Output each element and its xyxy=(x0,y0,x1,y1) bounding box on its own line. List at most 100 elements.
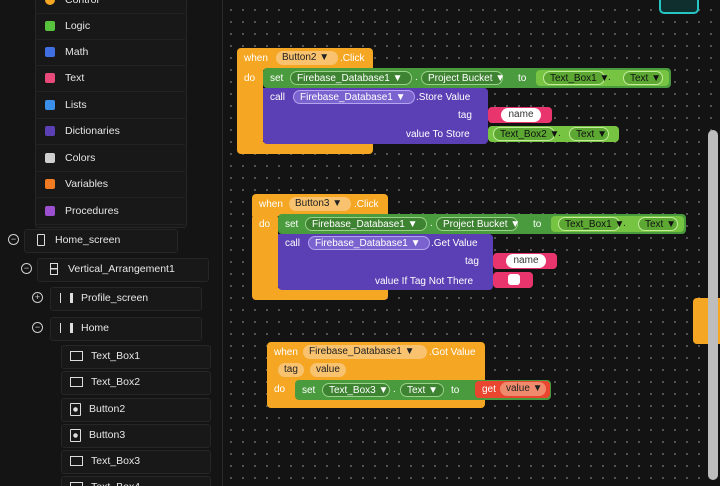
tree-node-home[interactable]: Home xyxy=(60,317,109,339)
to-label: to xyxy=(451,385,460,396)
arrangement-icon xyxy=(60,323,73,333)
get-label: get xyxy=(482,384,496,395)
tree-node-text-box2[interactable]: Text_Box2 xyxy=(70,371,140,393)
tree-node-button2[interactable]: Button2 xyxy=(70,398,125,420)
text-literal-name[interactable]: name xyxy=(506,254,546,268)
tree-node-home-screen[interactable]: Home_screen xyxy=(37,229,120,251)
tree-node-home-box xyxy=(50,317,202,341)
tree-node-label: Home xyxy=(81,322,110,334)
textbox1-dropdown[interactable]: Text_Box1 ▼ xyxy=(558,217,624,231)
textbox1-dropdown[interactable]: Text_Box1 ▼ xyxy=(543,71,609,85)
dropdown-label: Button3 xyxy=(295,198,330,209)
dropdown-label: Firebase_Database1 xyxy=(297,73,390,84)
category-label: Procedures xyxy=(65,205,119,217)
workspace-backpack-icon[interactable] xyxy=(659,0,699,14)
text-prop-dropdown[interactable]: Text ▼ xyxy=(623,71,663,85)
builtin-category-logic[interactable]: Logic xyxy=(35,13,185,40)
text-prop-dropdown[interactable]: Text ▼ xyxy=(569,127,609,141)
text-prop-dropdown[interactable]: Text ▼ xyxy=(400,383,444,397)
button3-dropdown[interactable]: Button3 ▼ xyxy=(289,197,351,211)
builtin-category-procedures[interactable]: Procedures xyxy=(35,198,185,225)
text-literal-name[interactable]: name xyxy=(501,108,541,122)
collapse-toggle-home-screen[interactable]: − xyxy=(8,234,19,245)
expand-toggle-profile[interactable]: + xyxy=(32,292,43,303)
builtin-panel xyxy=(35,0,187,228)
tree-node-button3[interactable]: Button3 xyxy=(70,424,125,446)
dropdown-label: Text xyxy=(576,129,595,140)
dropdown-label: Project Bucket xyxy=(428,73,493,84)
builtin-category-math[interactable]: Math xyxy=(35,39,185,66)
text-literal-empty[interactable] xyxy=(508,274,520,285)
property-dropdown[interactable]: Project Bucket ▼ xyxy=(421,71,505,85)
dropdown-label: Text xyxy=(645,219,664,230)
textbox-component-icon xyxy=(70,377,83,387)
button2-dropdown[interactable]: Button2 ▼ xyxy=(276,51,338,65)
category-label: Logic xyxy=(65,20,91,32)
get-value-label: .Get Value xyxy=(431,238,478,249)
call-label: call xyxy=(285,238,301,249)
category-label: Colors xyxy=(65,152,96,164)
click-label: .Click xyxy=(354,199,379,210)
lists-category-icon xyxy=(45,100,55,110)
tree-node-label: Text_Box3 xyxy=(91,455,141,467)
dot-separator: . xyxy=(623,218,626,229)
db-dropdown[interactable]: Firebase_Database1 ▼ xyxy=(308,236,430,250)
workspace-vertical-scrollbar[interactable] xyxy=(708,130,718,480)
builtin-category-colors[interactable]: Colors xyxy=(35,145,185,172)
category-label: Dictionaries xyxy=(65,125,120,137)
textbox-component-icon xyxy=(70,351,83,361)
dropdown-label: Firebase_Database1 xyxy=(300,92,393,103)
dictionaries-category-icon xyxy=(45,126,55,136)
dropdown-label: Firebase_Database1 xyxy=(312,219,405,230)
builtin-category-dictionaries[interactable]: Dictionaries xyxy=(35,118,185,145)
textbox2-dropdown[interactable]: Text_Box2 ▼ xyxy=(493,127,559,141)
db-dropdown[interactable]: Firebase_Database1 ▼ xyxy=(293,90,415,104)
textbox-component-icon xyxy=(70,456,83,466)
tree-node-text-box4[interactable]: Text_Box4 xyxy=(70,476,140,486)
tree-node-vertical-box xyxy=(37,258,209,282)
to-label: to xyxy=(533,219,542,230)
db-dropdown[interactable]: Firebase_Database1 ▼ xyxy=(303,345,427,359)
category-label: Math xyxy=(65,46,89,58)
dot-separator: . xyxy=(608,72,611,83)
builtin-category-text[interactable]: Text xyxy=(35,65,185,92)
tree-node-text-box1[interactable]: Text_Box1 xyxy=(70,345,140,367)
dropdown-label: Text_Box2 xyxy=(500,129,547,140)
builtin-category-lists[interactable]: Lists xyxy=(35,92,185,119)
tree-node-vertical-arrangement[interactable]: Vertical_Arrangement1 xyxy=(50,258,175,280)
variables-category-icon xyxy=(45,179,55,189)
do-label: do xyxy=(274,384,286,395)
when-label: when xyxy=(244,53,268,64)
click-label: .Click xyxy=(340,53,365,64)
store-value-label: .Store Value xyxy=(416,92,471,103)
tree-node-text-box3[interactable]: Text_Box3 xyxy=(70,450,140,472)
dropdown-label: Button2 xyxy=(282,52,317,63)
textbox3-dropdown[interactable]: Text_Box3 ▼ xyxy=(322,383,390,397)
button-component-icon xyxy=(70,402,81,416)
tree-node-label: Home_screen xyxy=(55,234,121,246)
tree-node-label: Button3 xyxy=(89,429,126,441)
builtin-category-control[interactable]: Control xyxy=(35,0,185,14)
tree-node-box xyxy=(61,424,211,448)
collapse-toggle-vertical[interactable]: − xyxy=(21,263,32,274)
text-prop-dropdown[interactable]: Text ▼ xyxy=(638,217,678,231)
property-dropdown[interactable]: Project Bucket ▼ xyxy=(436,217,520,231)
db-dropdown[interactable]: Firebase_Database1 ▼ xyxy=(305,217,427,231)
builtin-category-variables[interactable]: Variables xyxy=(35,171,185,198)
tree-node-box xyxy=(61,371,211,395)
param-value[interactable]: value xyxy=(310,363,346,377)
call-label: call xyxy=(270,92,286,103)
value-dropdown[interactable]: value ▼ xyxy=(500,382,546,396)
dot-separator: . xyxy=(393,384,396,395)
event-block-footer xyxy=(237,142,373,154)
param-tag[interactable]: tag xyxy=(278,363,304,377)
dot-separator: . xyxy=(415,72,418,83)
category-label: Variables xyxy=(65,178,108,190)
colors-category-icon xyxy=(45,153,55,163)
collapse-toggle-home[interactable]: − xyxy=(32,322,43,333)
tree-node-label: Text_Box1 xyxy=(91,350,141,362)
dropdown-label: Firebase_Database1 xyxy=(315,238,408,249)
tree-node-profile-screen[interactable]: Profile_screen xyxy=(60,287,148,309)
db-dropdown[interactable]: Firebase_Database1 ▼ xyxy=(290,71,412,85)
blocks-workspace[interactable]: when Button2 ▼ .Click do set Firebase_Da… xyxy=(223,0,720,486)
